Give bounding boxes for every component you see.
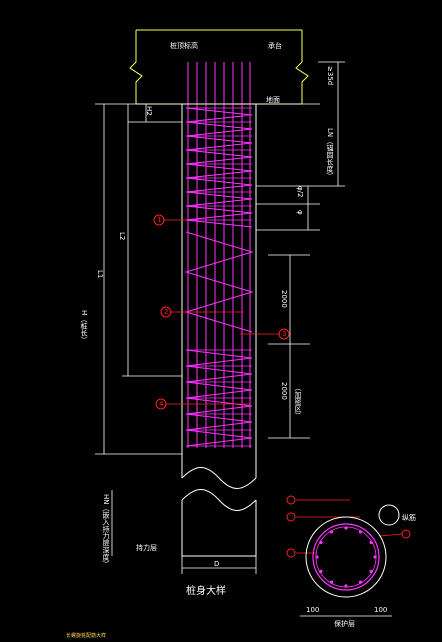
section-markers (153, 214, 411, 558)
dim-b: 保护层 (334, 620, 355, 628)
l2-label: L2 (118, 232, 126, 241)
h-label: H（桩长） (80, 310, 88, 344)
drawing-title: 桩身大样 (186, 586, 226, 597)
section-rebar-dot (319, 569, 323, 574)
section-rebar-dot (358, 580, 363, 584)
pile-top-note: 桩顶标高 (170, 42, 198, 50)
l1-label: L1 (96, 270, 104, 279)
ln-label: LN（锚固长度） (326, 128, 334, 180)
d1-label: φ/2 (296, 186, 304, 198)
section-rebar-dot (329, 530, 334, 534)
section-rebar-dot (344, 526, 348, 530)
rebar-note: 纵筋 (402, 514, 416, 522)
level-lines (95, 61, 345, 455)
section-rebar-dot (369, 540, 373, 545)
bearing-label: 持力层 (136, 544, 157, 552)
ground-note: 地面 (266, 96, 280, 104)
section-rebar-dot (373, 555, 377, 559)
h2-label: H2 (145, 106, 153, 116)
section-rebar-dot (329, 580, 334, 584)
marker-leaders (163, 219, 403, 554)
dense-zone-label: （加密区） (294, 384, 302, 419)
marker-4: 4 (159, 400, 164, 408)
marker-2: 2 (164, 308, 169, 316)
section-rebar-dot (344, 584, 348, 588)
section-rebar-dot (358, 530, 363, 534)
cap-note: 承台 (268, 42, 282, 50)
marker-1: 1 (157, 216, 162, 224)
marker-3: 3 (282, 330, 287, 338)
cross-section (305, 504, 400, 598)
section-rebar-dot (315, 555, 319, 559)
drawing-caption: 长螺旋桩配筋大样 (66, 633, 107, 639)
pile-diameter-label: D (214, 560, 220, 568)
section-rebar-dot (319, 540, 323, 545)
dim-c: 100 (374, 606, 388, 614)
hn-label: HN（嵌入持力层深度） (102, 494, 110, 568)
dim-2000-top: 2000 (280, 290, 288, 308)
d2-label: φ (296, 210, 304, 215)
pile-body (181, 104, 257, 557)
anchor-label: ≥35d (326, 66, 334, 86)
dimension-lines (103, 62, 392, 617)
section-rebar-dot (369, 569, 373, 574)
dim-a: 100 (306, 606, 320, 614)
dim-2000-bot: 2000 (280, 382, 288, 400)
